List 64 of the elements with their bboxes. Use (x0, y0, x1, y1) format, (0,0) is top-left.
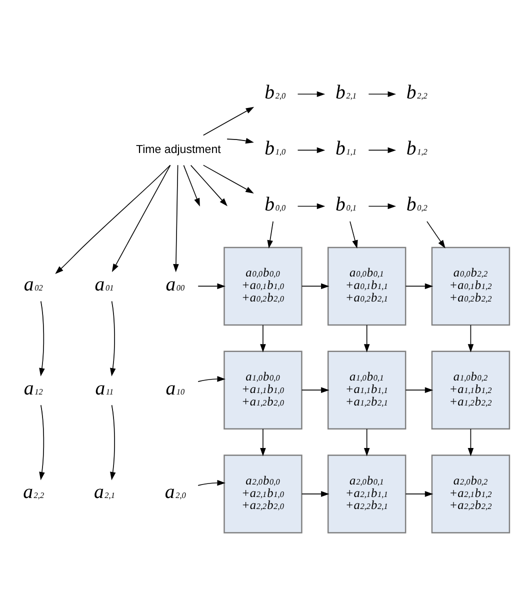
arrow (198, 376, 226, 382)
node-text: a02 (24, 274, 43, 296)
node-text: a10 (166, 377, 185, 400)
node-text: b2,0 (264, 81, 286, 104)
node-text: Time adjustment (136, 144, 221, 156)
arrow (405, 283, 434, 290)
node-box: a0,0b2,2 +a0,1b1,2 +a0,2b2,2 (431, 246, 510, 326)
arrow (267, 221, 274, 249)
arrow (112, 164, 171, 272)
node-text: b0,1 (336, 194, 357, 216)
node-box: a1,0b0,1 +a1,1b1,1 +a1,2b2,1 (327, 350, 406, 430)
arrow (405, 387, 434, 393)
node-text: b1,1 (336, 137, 357, 160)
node-text: b1,0 (264, 137, 286, 160)
arrow (297, 91, 326, 98)
arrow (202, 164, 254, 194)
arrow (368, 147, 396, 154)
arrow (350, 221, 358, 248)
node-box: a1,0b0,2 +a1,1b1,2 +a1,2b2,2 (431, 350, 510, 430)
arrow (39, 300, 45, 376)
arrow (110, 404, 116, 480)
node-text: a2,2 (23, 481, 44, 504)
node-box: a1,0b0,0 +a1,1b1,0 +a1,2b2,0 (224, 350, 302, 430)
arrow (297, 203, 326, 210)
node-text: a11 (95, 377, 114, 400)
arrow (55, 164, 171, 274)
arrow (173, 164, 179, 272)
node-text: b2,2 (406, 81, 428, 104)
node-text: a00 (166, 274, 185, 296)
arrow (364, 428, 370, 456)
arrow (190, 164, 228, 206)
arrow (364, 324, 370, 352)
arrow (468, 324, 474, 352)
node-text: a2,0 (164, 481, 186, 504)
arrow (405, 491, 434, 497)
node-text: b0,2 (406, 194, 428, 216)
arrow (198, 480, 226, 486)
arrow (198, 283, 226, 290)
node-text: b0,0 (264, 194, 286, 216)
arrow (302, 387, 330, 393)
arrow (202, 106, 254, 136)
arrow (302, 491, 330, 497)
node-box: a0,0b0,1 +a0,1b1,1 +a0,2b2,1 (327, 246, 406, 326)
arrow (226, 138, 254, 144)
arrow (183, 164, 200, 207)
arrow (302, 283, 330, 290)
arrow (426, 221, 446, 248)
arrow (368, 203, 396, 210)
arrow (110, 300, 116, 376)
node-text: a12 (24, 377, 43, 400)
arrow (260, 428, 266, 456)
arrow (368, 91, 396, 98)
node-text: a2,1 (94, 481, 115, 504)
arrow (297, 147, 326, 154)
node-box: a2,0b0,1 +a2,1b1,1 +a2,2b2,1 (327, 454, 406, 534)
node-text: b1,2 (406, 137, 428, 160)
node-box: a2,0b0,0 +a2,1b1,0 +a2,2b2,0 (224, 454, 302, 534)
arrow (39, 404, 45, 480)
arrow (468, 428, 474, 456)
node-text: a01 (94, 274, 114, 296)
node-box: a2,0b0,2 +a2,1b1,2 +a2,2b2,2 (431, 454, 510, 534)
node-box: a0,0b0,0 +a0,1b1,0 +a0,2b2,0 (224, 246, 302, 326)
node-text: b2,1 (336, 81, 357, 104)
arrow (260, 324, 266, 352)
